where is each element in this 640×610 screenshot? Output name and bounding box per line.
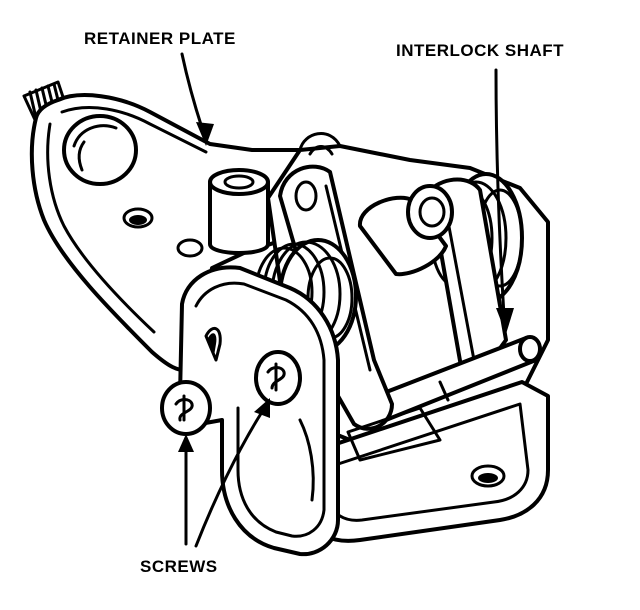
arrowhead-retainer-plate: [196, 122, 214, 146]
tube-boss: [208, 168, 270, 255]
label-interlock-shaft: INTERLOCK SHAFT: [396, 41, 564, 60]
plunger: [358, 184, 454, 277]
arrowhead-screw-right: [254, 398, 270, 418]
arrowhead-screw-left: [178, 434, 194, 452]
leader-interlock-shaft: [494, 68, 506, 318]
label-retainer-plate: RETAINER PLATE: [84, 29, 236, 48]
screw-right: [254, 350, 302, 406]
base-frame: [298, 380, 550, 543]
screw-left: [160, 380, 212, 436]
label-screws: SCREWS: [140, 557, 218, 576]
arrowhead-interlock-shaft: [496, 308, 514, 334]
leader-retainer-plate: [180, 52, 206, 136]
leader-screw-right: [194, 410, 264, 548]
